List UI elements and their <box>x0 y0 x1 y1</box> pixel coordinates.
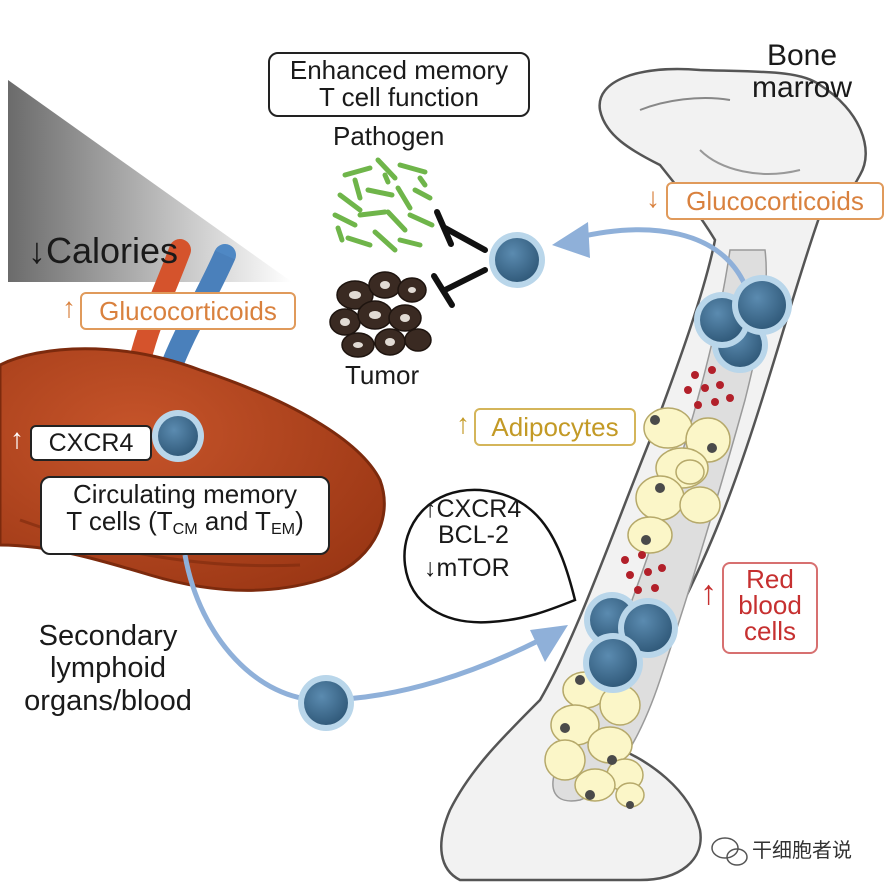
bubble-bcl2: BCL-2 <box>438 521 509 550</box>
phenotype-bubble <box>403 488 577 624</box>
bone-marrow-line1: Bone <box>766 39 838 72</box>
pathogen-cluster <box>332 157 435 253</box>
circulating-line2: T cells (TCM and TEM) <box>66 506 304 539</box>
bubble-cxcr4-up-arrow-icon: ↑ <box>424 495 437 523</box>
bone-marrow-label: Bone marrow <box>752 40 852 103</box>
adipocyte-cluster-lower <box>544 671 645 808</box>
bone-marrow-line2: marrow <box>752 70 853 104</box>
secondary-line3: organs/blood <box>24 684 192 717</box>
red-blood-up-arrow-icon: ↑ <box>700 574 717 612</box>
cxcr4-spleen-up-arrow-icon: ↑ <box>10 423 24 454</box>
circulating-memory-box: Circulating memory T cells (TCM and TEM) <box>40 476 330 555</box>
inhibition-bars <box>431 209 488 308</box>
bubble-cxcr4: CXCR4 <box>436 495 522 523</box>
glucocorticoids-left-box: Glucocorticoids <box>80 292 296 330</box>
cxcr4-spleen-box: CXCR4 <box>30 425 152 461</box>
glucocorticoids-right-box: Glucocorticoids <box>666 182 884 220</box>
pathogen-label: Pathogen <box>333 121 445 151</box>
secondary-line1: Secondary <box>38 620 178 652</box>
calories-label: ↓Calories <box>28 232 178 270</box>
adipocytes-up-arrow-icon: ↑ <box>456 408 470 439</box>
red-blood-line3: cells <box>743 616 796 646</box>
glucocorticoids-left-up-arrow-icon: ↑ <box>62 292 76 323</box>
watermark-text: 干细胞者说 <box>752 838 852 862</box>
red-blood-line1: Red <box>746 564 794 594</box>
enhanced-function-box: Enhanced memory T cell function <box>268 52 530 117</box>
circulating-line1: Circulating memory <box>73 479 297 509</box>
arrow-bone-to-pathogen <box>574 227 748 287</box>
red-blood-cells-upper <box>684 366 734 409</box>
enhanced-box-line2: T cell function <box>319 82 479 113</box>
enhanced-box-line1: Enhanced memory <box>289 55 509 85</box>
calories-down-arrow-icon: ↓ <box>28 230 46 271</box>
bubble-mtor: mTOR <box>436 553 510 582</box>
secondary-line2: lymphoid <box>49 652 167 685</box>
red-blood-cells-box: Red blood cells <box>722 562 818 654</box>
bubble-text-group: ↑CXCR4 BCL-2 ↓mTOR <box>424 496 521 581</box>
adipocytes-box: Adipocytes <box>474 408 636 446</box>
watermark-logo-icon <box>711 837 748 866</box>
calories-gradient-triangle <box>8 80 292 282</box>
tumor-label: Tumor <box>345 360 420 390</box>
memory-t-cells <box>152 232 792 731</box>
calories-text: Calories <box>46 230 179 271</box>
red-blood-cells-lower <box>621 551 666 594</box>
bubble-mtor-down-arrow-icon: ↓ <box>424 553 437 582</box>
red-blood-line2: blood <box>738 590 802 620</box>
glucocorticoids-right-down-arrow-icon: ↓ <box>646 182 660 213</box>
secondary-lymphoid-label: Secondary lymphoid organs/blood <box>6 620 210 717</box>
